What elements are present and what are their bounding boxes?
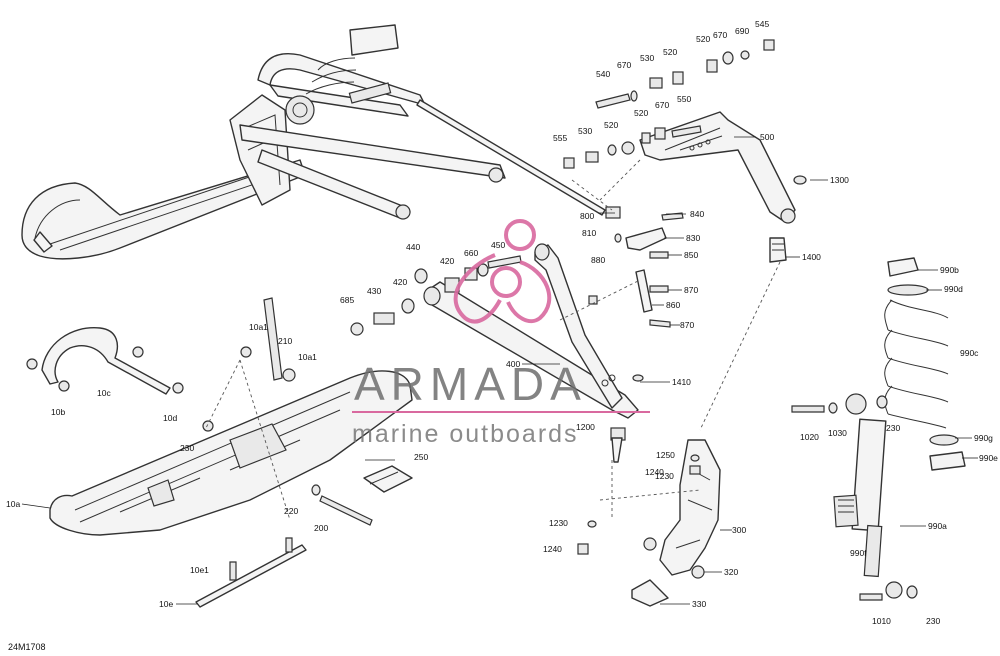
callout-10e1: 10e1 — [190, 565, 209, 575]
callout-530: 530 — [640, 53, 654, 63]
assembled-suspension-illustration — [21, 24, 606, 260]
callout-540: 540 — [596, 69, 610, 79]
callout-830: 830 — [686, 233, 700, 243]
callout-685: 685 — [340, 295, 354, 305]
callout-860: 860 — [666, 300, 680, 310]
callout-320: 320 — [724, 567, 738, 577]
callout-1020: 1020 — [800, 432, 819, 442]
watermark: ARMADA marine outboards — [352, 219, 650, 448]
callout-1200: 1200 — [576, 422, 595, 432]
callout-990b: 990b — [940, 265, 959, 275]
upper-a-arm-group — [563, 39, 807, 263]
callout-440: 440 — [406, 242, 420, 252]
leader-lines — [21, 136, 978, 605]
callout-10b: 10b — [51, 407, 65, 417]
callout-10e: 10e — [159, 599, 173, 609]
callout-990a: 990a — [928, 521, 947, 531]
callout-1400: 1400 — [802, 252, 821, 262]
callout-10a1: 10a1 — [298, 352, 317, 362]
callout-520: 520 — [604, 120, 618, 130]
callout-990d: 990d — [944, 284, 963, 294]
callout-880: 880 — [591, 255, 605, 265]
callout-labels: 545 690 520 670 520 530 670 540 550 670 … — [6, 19, 998, 626]
steering-link-group — [588, 206, 684, 328]
callout-810: 810 — [582, 228, 596, 238]
callout-555: 555 — [553, 133, 567, 143]
callout-550: 550 — [677, 94, 691, 104]
diagram-code: 24M1708 — [8, 642, 46, 652]
callout-10c: 10c — [97, 388, 111, 398]
watermark-logo-icon — [453, 219, 552, 324]
callout-500: 500 — [760, 132, 774, 142]
callout-420: 420 — [393, 277, 407, 287]
callout-870: 870 — [680, 320, 694, 330]
callout-1240: 1240 — [543, 544, 562, 554]
callout-200: 200 — [314, 523, 328, 533]
callout-10a: 10a — [6, 499, 20, 509]
callout-230: 230 — [926, 616, 940, 626]
callout-990c: 990c — [960, 348, 979, 358]
ski-leg-group — [26, 297, 413, 608]
callout-990g: 990g — [974, 433, 993, 443]
callout-300: 300 — [732, 525, 746, 535]
watermark-tagline: marine outboards — [352, 420, 579, 448]
shock-absorber-group — [791, 257, 966, 601]
lower-a-arm-group — [350, 243, 644, 463]
callout-210: 210 — [278, 336, 292, 346]
dashed-locator-lines — [205, 159, 781, 521]
callout-840: 840 — [690, 209, 704, 219]
callout-250: 250 — [414, 452, 428, 462]
callout-230: 230 — [886, 423, 900, 433]
callout-850: 850 — [684, 250, 698, 260]
callout-1240: 1240 — [645, 467, 664, 477]
callout-1230: 1230 — [655, 471, 674, 481]
callout-520: 520 — [663, 47, 677, 57]
callout-990e: 990e — [979, 453, 998, 463]
callout-670: 670 — [617, 60, 631, 70]
callout-400: 400 — [506, 359, 520, 369]
callout-670: 670 — [713, 30, 727, 40]
callout-1410: 1410 — [672, 377, 691, 387]
callout-430: 430 — [367, 286, 381, 296]
callout-450: 450 — [491, 240, 505, 250]
callout-1230: 1230 — [549, 518, 568, 528]
callout-1300: 1300 — [830, 175, 849, 185]
callout-10d: 10d — [163, 413, 177, 423]
spindle-group — [577, 439, 721, 607]
watermark-brand: ARMADA — [354, 358, 587, 410]
callout-870: 870 — [684, 285, 698, 295]
callout-1030: 1030 — [828, 428, 847, 438]
callout-690: 690 — [735, 26, 749, 36]
callout-670: 670 — [655, 100, 669, 110]
callout-420: 420 — [440, 256, 454, 266]
callout-520: 520 — [696, 34, 710, 44]
callout-800: 800 — [580, 211, 594, 221]
callout-520: 520 — [634, 108, 648, 118]
callout-330: 330 — [692, 599, 706, 609]
callout-220: 220 — [284, 506, 298, 516]
callout-10a1: 10a1 — [249, 322, 268, 332]
callout-1010: 1010 — [872, 616, 891, 626]
callout-660: 660 — [464, 248, 478, 258]
callout-1250: 1250 — [656, 450, 675, 460]
callout-545: 545 — [755, 19, 769, 29]
callout-990f: 990f — [850, 548, 867, 558]
callout-530: 530 — [578, 126, 592, 136]
callout-230: 230 — [180, 443, 194, 453]
